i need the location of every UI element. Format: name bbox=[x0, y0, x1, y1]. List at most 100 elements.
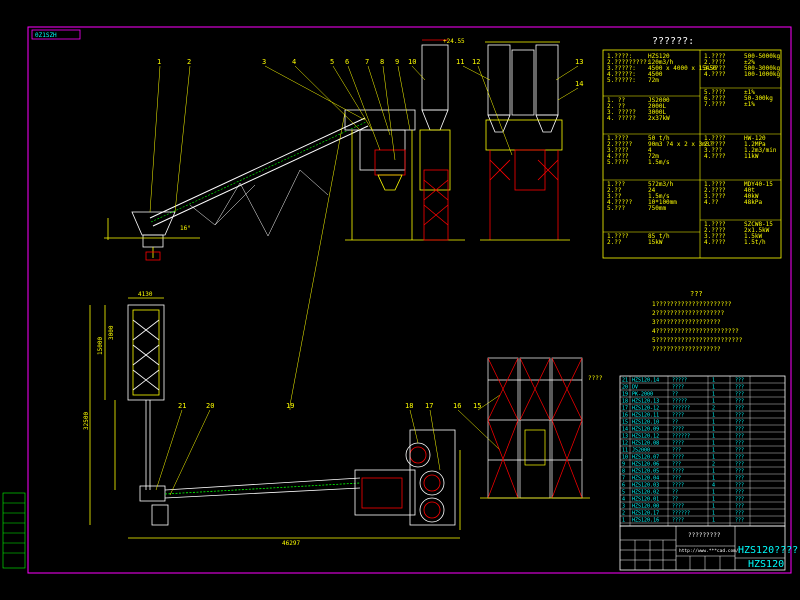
spec-value: 40t bbox=[744, 187, 755, 194]
dim-left-4: 32500 bbox=[83, 412, 90, 430]
parts-cell: 4 bbox=[622, 497, 625, 503]
parts-cell: ??? bbox=[735, 504, 744, 510]
side-elevation: +24.55 16° bbox=[104, 38, 570, 261]
parts-cell: 1 bbox=[712, 469, 715, 475]
parts-cell: 4 bbox=[712, 483, 715, 489]
parts-cell: ??? bbox=[735, 490, 744, 496]
spec-label: 4.????? bbox=[607, 199, 633, 206]
parts-cell: 20 bbox=[622, 385, 628, 391]
spec-label: 3.???? bbox=[704, 233, 726, 240]
top-height-dim: +24.55 bbox=[443, 38, 465, 45]
spec-label: 2.?? bbox=[607, 187, 622, 194]
parts-cell: 16 bbox=[622, 413, 628, 419]
parts-cell: ??? bbox=[735, 385, 744, 391]
spec-label: 2.?? bbox=[607, 239, 622, 246]
parts-cell: HZS120.17 bbox=[632, 511, 659, 517]
title-sub: HZS120 bbox=[748, 559, 784, 570]
spec-value: 2x37kW bbox=[648, 115, 670, 122]
spec-value: HW-120 bbox=[744, 135, 766, 142]
spec-label: 1.???? bbox=[607, 233, 629, 240]
spec-label: 1.???? bbox=[704, 135, 726, 142]
parts-cell: ????? bbox=[672, 378, 687, 384]
spec-label: 1. ?? bbox=[607, 97, 625, 104]
note-line: 5???????????????????????? bbox=[652, 337, 743, 344]
spec-value: ±1% bbox=[744, 89, 755, 96]
svg-text:1: 1 bbox=[157, 58, 161, 66]
parts-cell: 17 bbox=[622, 406, 628, 412]
parts-cell: 8 bbox=[622, 469, 625, 475]
parts-cell: HZS120.09 bbox=[632, 427, 659, 433]
angle-dim: 16° bbox=[180, 225, 191, 232]
parts-cell: 3 bbox=[622, 504, 625, 510]
note-line: 2??????????????????? bbox=[652, 310, 725, 317]
spec-value: 85 t/h bbox=[648, 233, 670, 240]
parts-cell: HZS120.11 bbox=[632, 413, 659, 419]
svg-text:7: 7 bbox=[365, 58, 369, 66]
parts-cell: 13 bbox=[622, 434, 628, 440]
spec-value: 750mm bbox=[648, 205, 666, 212]
parts-cell: 2 bbox=[712, 462, 715, 468]
parts-cell: ?? bbox=[672, 497, 678, 503]
parts-cell: ??? bbox=[672, 462, 681, 468]
parts-cell: HZS120.04 bbox=[632, 476, 659, 482]
parts-cell: ??? bbox=[735, 518, 744, 524]
spec-value: HZS120 bbox=[648, 53, 670, 60]
spec-label: 2.????? bbox=[607, 141, 633, 148]
callout-labels-top: 1 2 3 4 5 6 7 8 9 10 11 12 13 14 bbox=[157, 58, 583, 88]
inclined-conveyor bbox=[149, 117, 369, 237]
parts-cell: 1 bbox=[712, 434, 715, 440]
spec-label: 4. ????? bbox=[607, 115, 636, 122]
svg-text:8: 8 bbox=[380, 58, 384, 66]
parts-cell: HZS120.00 bbox=[632, 504, 659, 510]
aggregate-hopper bbox=[104, 211, 200, 261]
title-main: HZS120???? bbox=[738, 545, 798, 556]
parts-cell: HZS120.08 bbox=[632, 441, 659, 447]
cement-silos bbox=[419, 39, 451, 241]
parts-cell: 1 bbox=[712, 378, 715, 384]
section-view bbox=[480, 357, 590, 499]
spec-label: 1.???? bbox=[704, 181, 726, 188]
spec-label: 2.?????????: bbox=[607, 59, 650, 66]
spec-value: 4500 x 4000 x 15450 bbox=[648, 65, 717, 72]
spec-label: 4.???? bbox=[607, 153, 629, 160]
parts-cell: ??? bbox=[735, 469, 744, 475]
parts-cell: ??? bbox=[735, 378, 744, 384]
parts-cell: 1 bbox=[712, 448, 715, 454]
parts-cell: 19 bbox=[622, 392, 628, 398]
parts-cell: DV bbox=[632, 385, 638, 391]
spec-value: 1.5m/s bbox=[648, 193, 670, 200]
parts-cell: ???? bbox=[672, 483, 684, 489]
left-margin-block bbox=[2, 492, 26, 569]
parts-cell: 1 bbox=[712, 504, 715, 510]
spec-value: 50-300kg bbox=[744, 95, 773, 102]
parts-cell: HZS120-12 bbox=[632, 406, 659, 412]
parts-cell: 1 bbox=[622, 518, 625, 524]
parts-cell: ???? bbox=[672, 504, 684, 510]
spec-value: 500-5000kg bbox=[744, 53, 781, 60]
spec-label: 4.?? bbox=[704, 199, 719, 206]
plan-view bbox=[89, 297, 461, 539]
parts-cell: HZS120.10 bbox=[632, 420, 659, 426]
parts-cell: ?????? bbox=[672, 511, 690, 517]
spec-value: 40kW bbox=[744, 193, 759, 200]
dim-total-length: 46297 bbox=[282, 540, 300, 547]
parts-cell: 1 bbox=[712, 490, 715, 496]
svg-text:19: 19 bbox=[286, 402, 294, 410]
parts-cell: PK-2000 bbox=[632, 392, 653, 398]
spec-label: 1.???? bbox=[704, 221, 726, 228]
spec-right-column: 1.????500-5000kg2.????±2%3.????500-3000k… bbox=[704, 53, 781, 246]
front-elevation bbox=[480, 41, 570, 241]
spec-table: ??????: 1.????:HZS1202.?????????:120m3/h… bbox=[602, 36, 782, 259]
parts-cell: 1 bbox=[712, 427, 715, 433]
parts-cell: ??? bbox=[672, 448, 681, 454]
parts-cell: 18 bbox=[622, 399, 628, 405]
parts-cell: 1 bbox=[712, 385, 715, 391]
parts-cell: ???? bbox=[672, 455, 684, 461]
spec-label: 3.???? bbox=[607, 147, 629, 154]
spec-label: 1.???? bbox=[607, 135, 629, 142]
spec-label: 3.?????: bbox=[607, 65, 636, 72]
parts-cell: 1 bbox=[712, 497, 715, 503]
callout-leaders-bottom bbox=[155, 394, 501, 496]
spec-label: 5.??? bbox=[607, 205, 625, 212]
